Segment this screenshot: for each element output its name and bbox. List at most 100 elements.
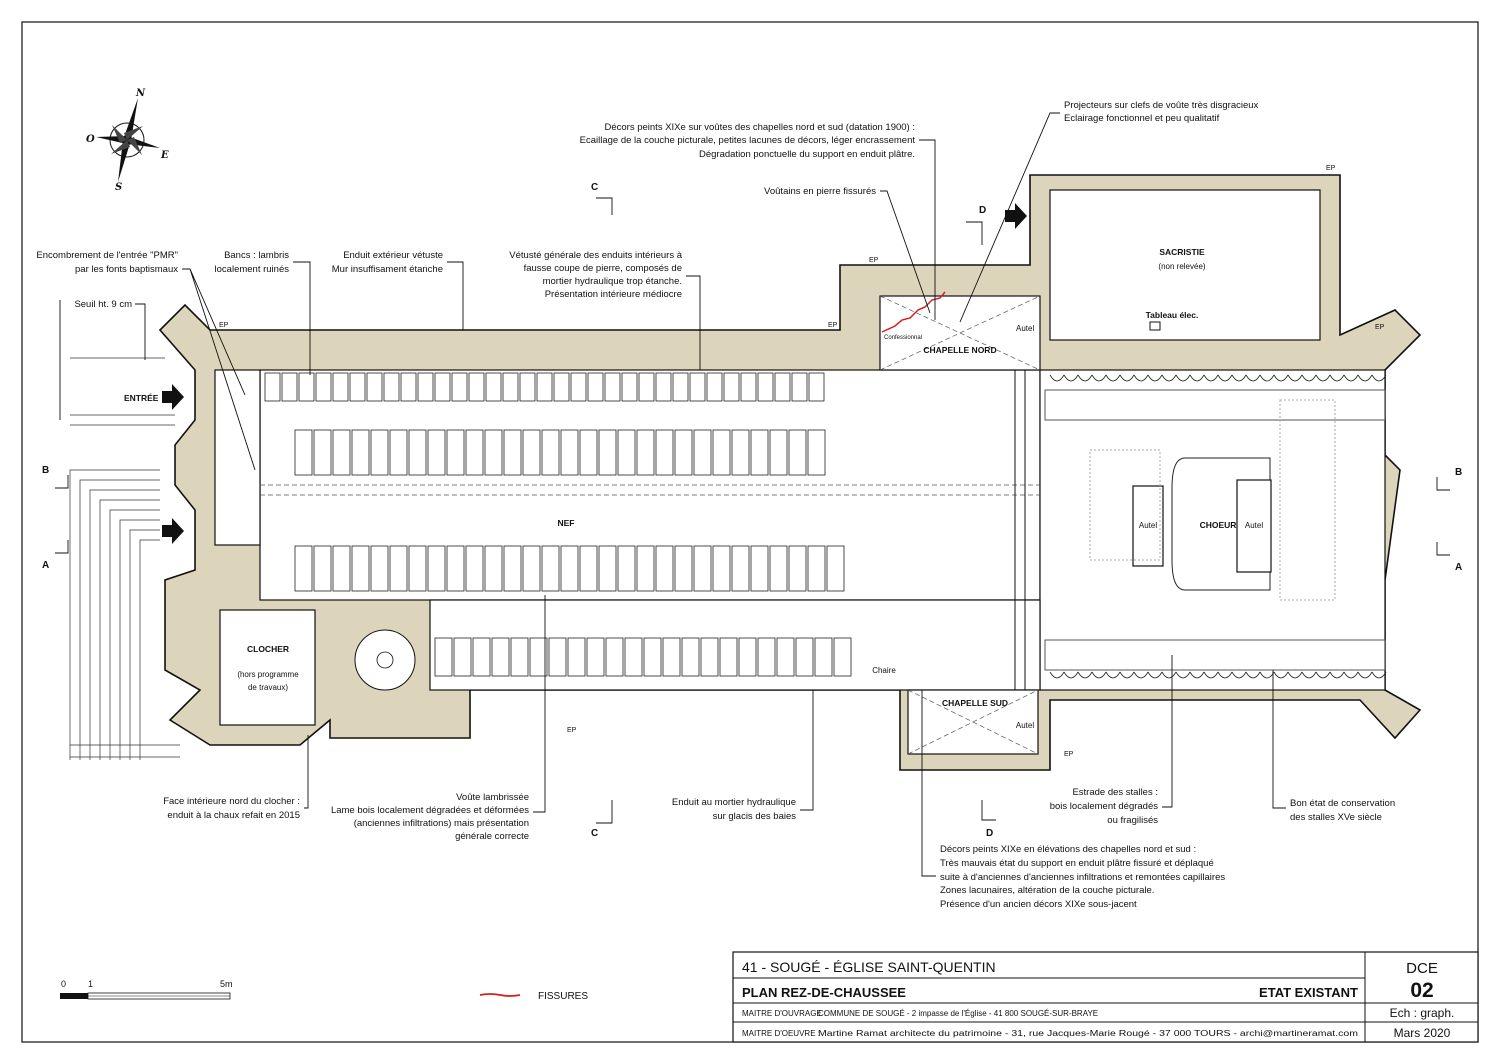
stall bbox=[1091, 671, 1107, 679]
pew bbox=[788, 429, 807, 476]
stall bbox=[1231, 671, 1247, 679]
pew bbox=[417, 372, 434, 402]
label-autel-sud: Autel bbox=[1016, 721, 1034, 730]
stall bbox=[1245, 671, 1261, 679]
stall bbox=[1371, 374, 1387, 382]
pew bbox=[579, 429, 598, 476]
pew bbox=[370, 429, 389, 476]
pew bbox=[604, 372, 621, 402]
section-b-right: B bbox=[1455, 467, 1462, 478]
pew bbox=[833, 637, 852, 677]
pew bbox=[451, 372, 468, 402]
pew bbox=[465, 545, 484, 592]
pew bbox=[294, 429, 313, 476]
pew bbox=[621, 372, 638, 402]
pew bbox=[519, 372, 536, 402]
section-d-bottom: D bbox=[986, 828, 993, 839]
stall bbox=[1259, 374, 1275, 382]
pew bbox=[313, 429, 332, 476]
pew bbox=[548, 637, 567, 677]
pew bbox=[693, 545, 712, 592]
pew bbox=[434, 637, 453, 677]
pew bbox=[349, 372, 366, 402]
pew bbox=[598, 545, 617, 592]
pew bbox=[389, 545, 408, 592]
pew bbox=[315, 372, 332, 402]
pew bbox=[750, 429, 769, 476]
label-sacristie: SACRISTIE bbox=[1159, 247, 1205, 257]
pew bbox=[586, 637, 605, 677]
annotations: Encombrement de l'entrée "PMR"par les fo… bbox=[36, 100, 1395, 910]
annotation-clocher-face: Face intérieure nord du clocher :enduit … bbox=[163, 735, 309, 821]
stall bbox=[1133, 671, 1149, 679]
annotation-decors-voutes: Décors peints XIXe sur voûtes des chapel… bbox=[580, 122, 936, 320]
pew bbox=[281, 372, 298, 402]
pew bbox=[757, 637, 776, 677]
stall bbox=[1231, 374, 1247, 382]
svg-text:0: 0 bbox=[61, 979, 66, 989]
choir-room bbox=[1039, 369, 1386, 691]
pew bbox=[298, 372, 315, 402]
pew bbox=[731, 429, 750, 476]
pew bbox=[795, 637, 814, 677]
pew bbox=[522, 429, 541, 476]
pew bbox=[757, 372, 774, 402]
pew bbox=[446, 545, 465, 592]
pew bbox=[674, 545, 693, 592]
moe-label: MAITRE D'OEUVRE : bbox=[742, 1029, 820, 1038]
stall bbox=[1147, 671, 1163, 679]
entrance-arrow-icon bbox=[162, 384, 184, 410]
pew bbox=[453, 637, 472, 677]
stall bbox=[1287, 671, 1303, 679]
stall bbox=[1147, 374, 1163, 382]
label-clocher-note-1: (hors programme bbox=[237, 670, 299, 679]
pew bbox=[605, 637, 624, 677]
pew bbox=[587, 372, 604, 402]
pew bbox=[769, 545, 788, 592]
pew bbox=[689, 372, 706, 402]
pew bbox=[366, 372, 383, 402]
label-clocher-note-2: de travaux) bbox=[248, 683, 288, 692]
annotation-estrade: Estrade des stalles :bois localement dég… bbox=[1050, 655, 1173, 826]
pew bbox=[769, 429, 788, 476]
svg-text:Seuil ht. 9 cm: Seuil ht. 9 cm bbox=[74, 299, 132, 310]
pew bbox=[400, 372, 417, 402]
label-clocher: CLOCHER bbox=[247, 644, 289, 654]
pew bbox=[294, 545, 313, 592]
pew bbox=[674, 429, 693, 476]
stall bbox=[1315, 671, 1331, 679]
stall bbox=[1357, 374, 1373, 382]
pew bbox=[484, 429, 503, 476]
stall bbox=[1119, 671, 1135, 679]
pew bbox=[636, 429, 655, 476]
pew bbox=[807, 545, 826, 592]
pews bbox=[264, 372, 852, 677]
pew bbox=[672, 372, 689, 402]
pew bbox=[408, 429, 427, 476]
stall bbox=[1273, 374, 1289, 382]
stall bbox=[1105, 374, 1121, 382]
fissure-line bbox=[881, 291, 946, 333]
pew bbox=[579, 545, 598, 592]
stall bbox=[1119, 374, 1135, 382]
pew bbox=[503, 429, 522, 476]
pew bbox=[264, 372, 281, 402]
moa-value: COMMUNE DE SOUGÉ - 2 impasse de l'Église… bbox=[818, 1009, 1098, 1018]
pew bbox=[807, 429, 826, 476]
label-ep: EP bbox=[567, 727, 577, 734]
section-c-top: C bbox=[591, 182, 598, 193]
legend: FISSURES bbox=[479, 991, 588, 1002]
pew bbox=[808, 372, 825, 402]
pew bbox=[638, 372, 655, 402]
pew bbox=[567, 637, 586, 677]
label-entree: ENTRÉE bbox=[124, 393, 159, 403]
pew bbox=[560, 545, 579, 592]
pew bbox=[776, 637, 795, 677]
stall bbox=[1301, 671, 1317, 679]
pew bbox=[313, 545, 332, 592]
section-b-left: B bbox=[42, 465, 49, 476]
annotation-vetuste: Vétusté générale des enduits intérieurs … bbox=[509, 250, 701, 370]
project-title: 41 - SOUGÉ - ÉGLISE SAINT-QUENTIN bbox=[742, 959, 996, 975]
